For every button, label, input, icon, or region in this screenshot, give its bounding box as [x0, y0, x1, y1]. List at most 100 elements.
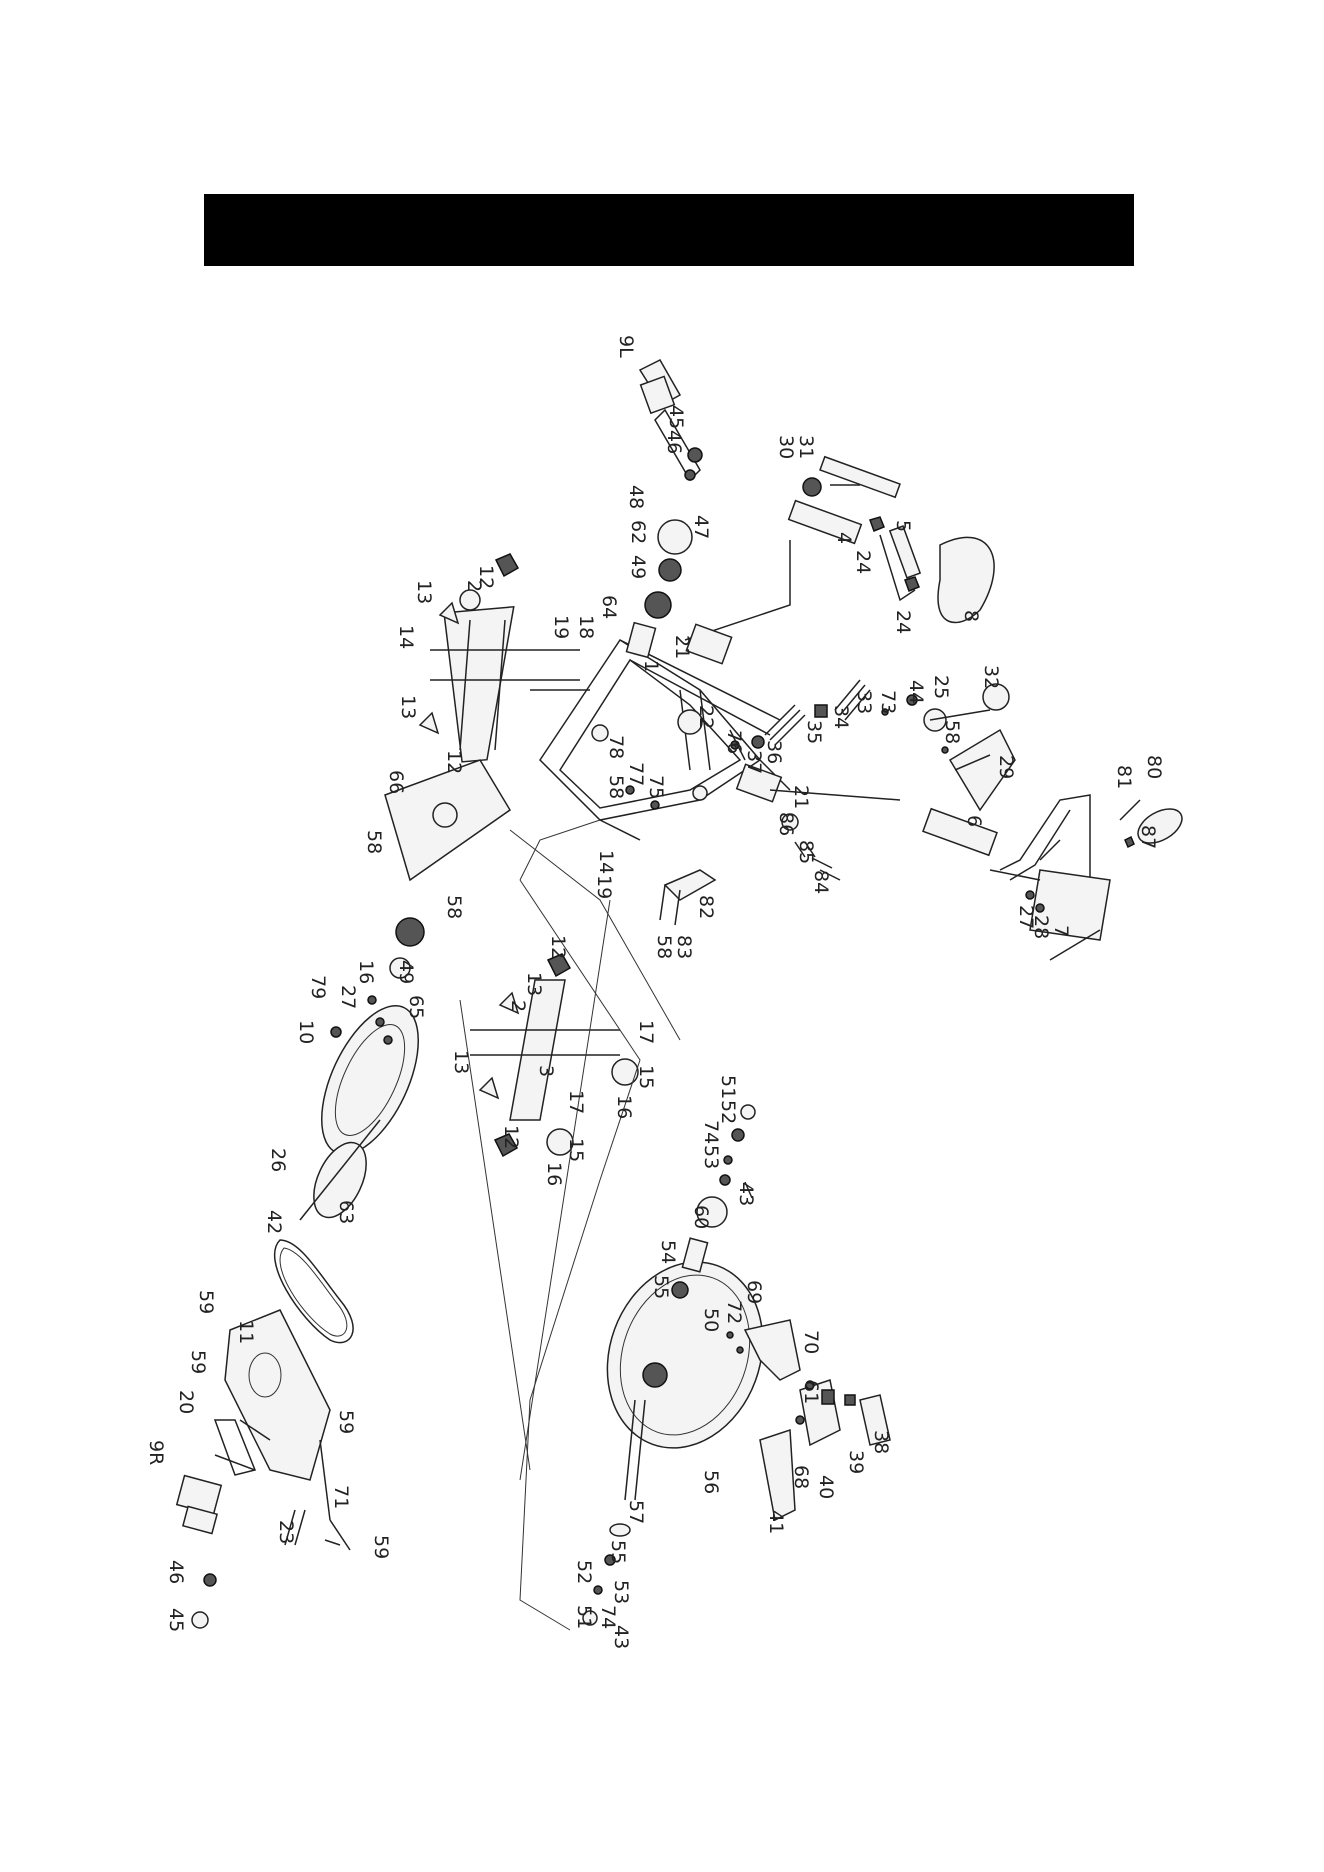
- part-label: 4: [833, 532, 855, 544]
- part-label: 49: [627, 555, 649, 579]
- resistance-flywheel: [582, 1261, 764, 1626]
- part-label: 32: [980, 665, 1002, 689]
- part-label: 53: [610, 1580, 632, 1604]
- leader-lines: [459, 819, 681, 1631]
- axle-parts-upper: [671, 1104, 756, 1299]
- part-label: 37: [743, 750, 765, 774]
- part-label: 29: [995, 755, 1017, 779]
- part-label: 50: [700, 1308, 722, 1332]
- part-label: 74: [700, 1120, 722, 1144]
- part-label: 57: [625, 1500, 647, 1524]
- part-label: 27: [337, 985, 359, 1009]
- part-label: 58: [653, 935, 675, 959]
- part-label: 26: [267, 1148, 289, 1172]
- part-label: 68: [790, 1465, 812, 1489]
- part-label: 59: [195, 1290, 217, 1314]
- part-label: 36: [763, 740, 785, 764]
- part-label: 45: [665, 405, 687, 429]
- handlebar-assembly: [735, 728, 1183, 961]
- part-label: 6: [963, 815, 985, 827]
- part-label: 24: [852, 550, 874, 574]
- part-label: 31: [795, 435, 817, 459]
- part-label: 17: [565, 1090, 587, 1114]
- part-label: 33: [853, 690, 875, 714]
- part-label: 58: [941, 720, 963, 744]
- part-label: 62: [627, 520, 649, 544]
- part-label: 59: [370, 1535, 392, 1559]
- part-label: 28: [1030, 915, 1052, 939]
- part-label: 48: [625, 485, 647, 509]
- part-label: 16: [613, 1095, 635, 1119]
- part-label: 73: [877, 690, 899, 714]
- part-label: 51: [573, 1605, 595, 1629]
- part-label: 12: [443, 750, 465, 774]
- part-label: 58: [605, 775, 627, 799]
- part-label: 56: [700, 1470, 722, 1494]
- part-label: 79: [307, 975, 329, 999]
- part-label: 75: [645, 775, 667, 799]
- part-label: 41: [765, 1510, 787, 1534]
- part-label: 17: [635, 1020, 657, 1044]
- part-label: 60: [690, 1205, 712, 1229]
- part-label: 14: [395, 625, 417, 649]
- part-label: 54: [657, 1240, 679, 1264]
- part-label: 15: [565, 1138, 587, 1162]
- part-label: 46: [663, 430, 685, 454]
- part-label: 76: [723, 730, 745, 754]
- part-label: 10: [295, 1020, 317, 1044]
- part-label: 14: [595, 850, 617, 874]
- part-label: 83: [673, 935, 695, 959]
- part-label: 84: [810, 870, 832, 894]
- part-label: 66: [385, 770, 407, 794]
- part-label: 80: [1143, 755, 1165, 779]
- part-label: 16: [355, 960, 377, 984]
- part-label: 13: [413, 580, 435, 604]
- part-label: 24: [892, 610, 914, 634]
- part-label: 55: [650, 1275, 672, 1299]
- part-label: 70: [800, 1330, 822, 1354]
- part-label: 52: [717, 1100, 739, 1124]
- part-label: 2: [507, 1000, 529, 1012]
- part-label: 63: [335, 1200, 357, 1224]
- part-label: 13: [397, 695, 419, 719]
- part-label: 85: [795, 840, 817, 864]
- part-label: 44: [905, 680, 927, 704]
- part-label: 58: [443, 895, 465, 919]
- part-label: 43: [610, 1625, 632, 1649]
- part-label: 35: [803, 720, 825, 744]
- part-label: 23: [275, 1520, 297, 1544]
- part-label: 46: [165, 1560, 187, 1584]
- part-label: 40: [815, 1475, 837, 1499]
- part-label: 19: [550, 615, 572, 639]
- part-label: 25: [930, 675, 952, 699]
- part-label: 69: [743, 1280, 765, 1304]
- part-label: 19: [593, 875, 615, 899]
- part-label: 38: [870, 1430, 892, 1454]
- part-label: 55: [607, 1540, 629, 1564]
- part-label: 59: [187, 1350, 209, 1374]
- part-label: 52: [573, 1560, 595, 1584]
- brake-magnet-parts: [726, 1319, 891, 1522]
- drive-belt: [273, 1239, 354, 1344]
- part-label: 43: [735, 1182, 757, 1206]
- part-label: 21: [790, 785, 812, 809]
- part-label: 34: [830, 705, 852, 729]
- part-label: 27: [1015, 905, 1037, 929]
- part-label: 1: [640, 660, 662, 672]
- part-label: 59: [335, 1410, 357, 1434]
- part-label: 45: [165, 1608, 187, 1632]
- part-label: 16: [543, 1162, 565, 1186]
- part-label: 78: [605, 735, 627, 759]
- part-label: 12: [547, 935, 569, 959]
- front-stabilizer: [418, 553, 590, 763]
- part-label: 18: [575, 615, 597, 639]
- part-label: 74: [597, 1605, 619, 1629]
- tension-assembly: [677, 623, 1010, 754]
- part-label: 39: [845, 1450, 867, 1474]
- part-labels: 9L 45 46 47 48 62 49 64 30 31 4 24 5 8 2…: [145, 335, 1165, 1649]
- part-label: 12: [475, 565, 497, 589]
- part-label: 81: [1113, 765, 1135, 789]
- part-label: 15: [635, 1065, 657, 1089]
- part-label: 9R: [145, 1440, 167, 1465]
